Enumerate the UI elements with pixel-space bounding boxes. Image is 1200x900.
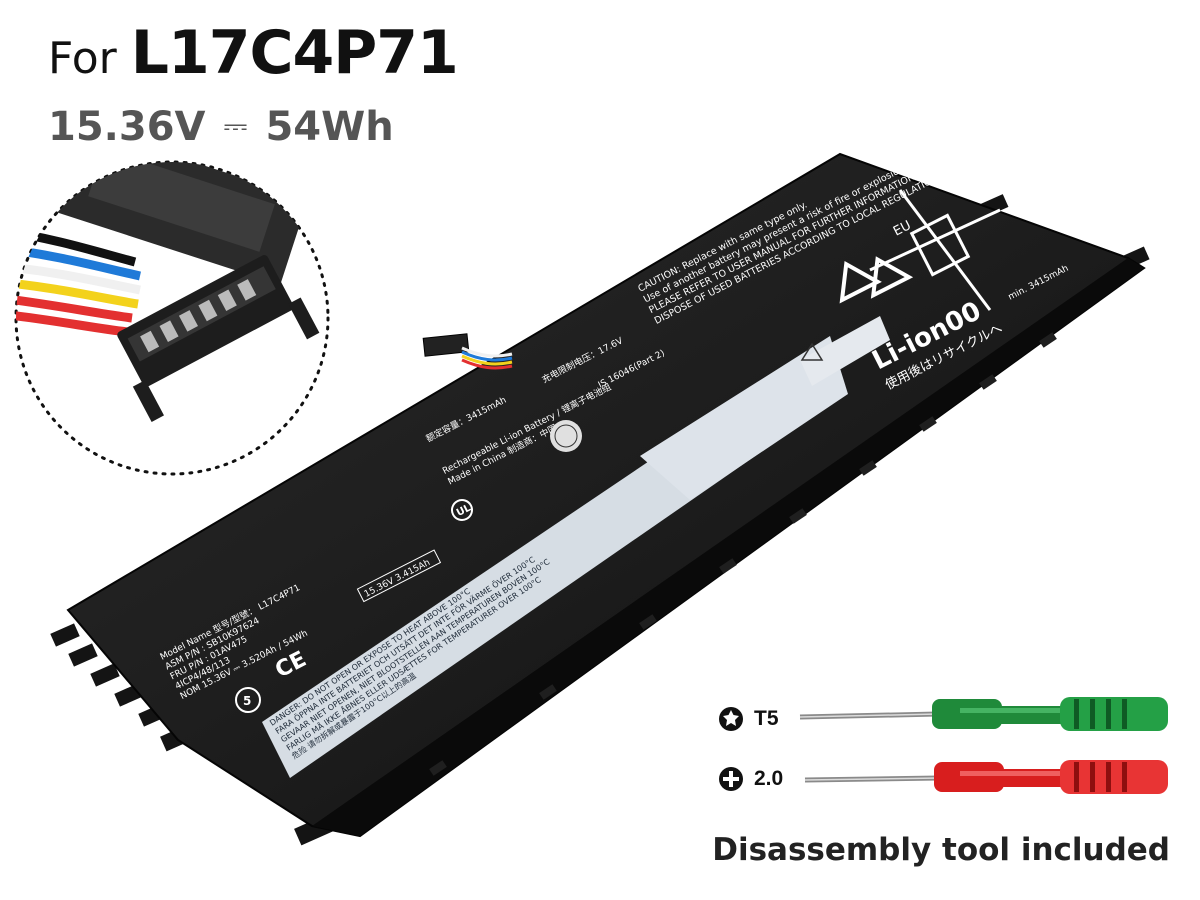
tool-row-t5: T5 <box>718 706 779 732</box>
energy: 54Wh <box>265 104 394 150</box>
tool-label-t5: T5 <box>754 707 779 730</box>
torx-screwdriver <box>799 697 1168 731</box>
connector-zoom <box>14 160 330 476</box>
battery-cable <box>422 333 513 370</box>
tool-row-phillips: 2.0 <box>718 766 783 792</box>
phillips-icon <box>719 767 743 791</box>
spec-line: 15.36V ⎓ 54Wh <box>48 104 394 150</box>
torx-icon <box>719 707 743 731</box>
recycle-circle-icon: 5 <box>235 687 261 713</box>
battery-pack: CAUTION: Replace with same type only. Us… <box>50 152 1150 846</box>
recycle-icon <box>839 256 914 304</box>
phillips-screwdriver <box>804 760 1168 794</box>
caption: Disassembly tool included <box>712 832 1170 868</box>
headline: For L17C4P71 <box>48 18 459 88</box>
seal-icon <box>550 420 582 452</box>
tool-label-phillips: 2.0 <box>754 767 784 790</box>
eu-mark: EU <box>891 218 914 239</box>
voltage: 15.36V <box>48 104 206 150</box>
svg-text:5: 5 <box>243 694 251 708</box>
dc-icon: ⎓ <box>223 109 248 144</box>
weee-bin-icon <box>869 189 1001 311</box>
warning-triangle-icon <box>800 342 824 361</box>
model-number: L17C4P71 <box>130 18 459 88</box>
for-label: For <box>48 33 117 84</box>
